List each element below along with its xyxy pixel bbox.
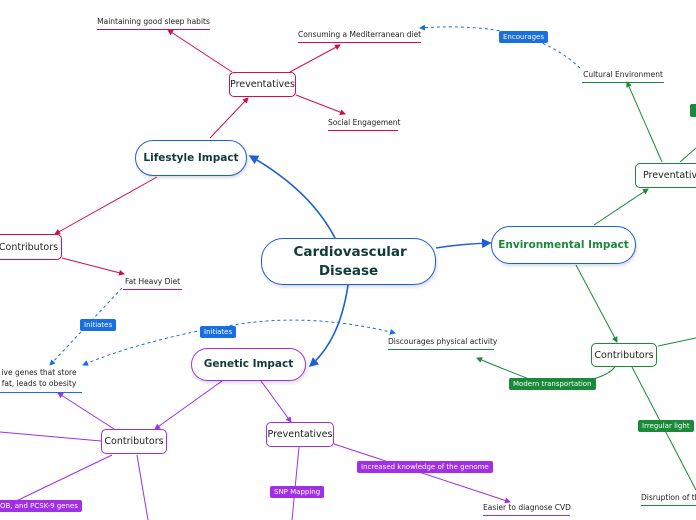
node-label: Contributors bbox=[104, 436, 164, 447]
relation-label-initiates[interactable]: Initiates bbox=[200, 326, 237, 338]
genetic-contributors-node[interactable]: Contributors bbox=[101, 429, 167, 454]
node-label: Preventatives bbox=[267, 429, 333, 440]
topic-easier-diagnose[interactable]: Easier to diagnose CVD bbox=[483, 503, 571, 516]
central-title: Cardiovascular Disease bbox=[293, 243, 407, 279]
node-title: Lifestyle Impact bbox=[143, 151, 239, 164]
central-topic[interactable]: Cardiovascular Disease bbox=[261, 238, 436, 285]
link-label-irregular-light[interactable]: Irregular light bbox=[638, 420, 694, 432]
link-label-offscreen[interactable] bbox=[690, 104, 696, 117]
topic-discourages-activity[interactable]: Discourages physical activity bbox=[388, 337, 497, 350]
lifestyle-contributors-node[interactable]: Contributors bbox=[0, 234, 62, 260]
link-label-genes[interactable]: OB, and PCSK-9 genes bbox=[0, 500, 82, 512]
node-title: Environmental Impact bbox=[498, 238, 629, 251]
node-title: Genetic Impact bbox=[203, 358, 294, 370]
lifestyle-impact-node[interactable]: Lifestyle Impact bbox=[135, 140, 247, 176]
topic-mediterranean-diet[interactable]: Consuming a Mediterranean diet bbox=[298, 30, 421, 43]
relation-label-initiates[interactable]: Initiates bbox=[80, 319, 117, 331]
environmental-contributors-node[interactable]: Contributors bbox=[591, 343, 657, 367]
topic-social-engagement[interactable]: Social Engagement bbox=[328, 118, 400, 131]
topic-cultural-environment[interactable]: Cultural Environment bbox=[582, 70, 664, 83]
environmental-preventative-node[interactable]: Preventative bbox=[635, 163, 696, 188]
relation-label-encourages[interactable]: Encourages bbox=[499, 31, 548, 43]
genetic-preventatives-node[interactable]: Preventatives bbox=[266, 422, 334, 447]
node-label: Preventative bbox=[643, 170, 696, 181]
link-label-modern-transportation[interactable]: Modern transportation bbox=[509, 378, 596, 390]
link-label-snp-mapping[interactable]: SNP Mapping bbox=[270, 486, 325, 498]
lifestyle-preventatives-node[interactable]: Preventatives bbox=[229, 72, 296, 97]
topic-disruption[interactable]: Disruption of th bbox=[641, 493, 696, 506]
topic-sleep-habits[interactable]: Maintaining good sleep habits bbox=[97, 17, 210, 30]
node-label: Contributors bbox=[594, 349, 654, 361]
genetic-impact-node[interactable]: Genetic Impact bbox=[191, 348, 306, 381]
environmental-impact-node[interactable]: Environmental Impact bbox=[491, 226, 636, 264]
node-label: Preventatives bbox=[230, 79, 295, 90]
node-label: Contributors bbox=[0, 241, 59, 253]
topic-fat-heavy-diet[interactable]: Fat Heavy Diet bbox=[123, 277, 182, 290]
topic-fat-genes[interactable]: ive genes that store fat, leads to obesi… bbox=[0, 367, 82, 393]
link-label-genome-knowledge[interactable]: Increased knowledge of the genome bbox=[357, 461, 493, 473]
